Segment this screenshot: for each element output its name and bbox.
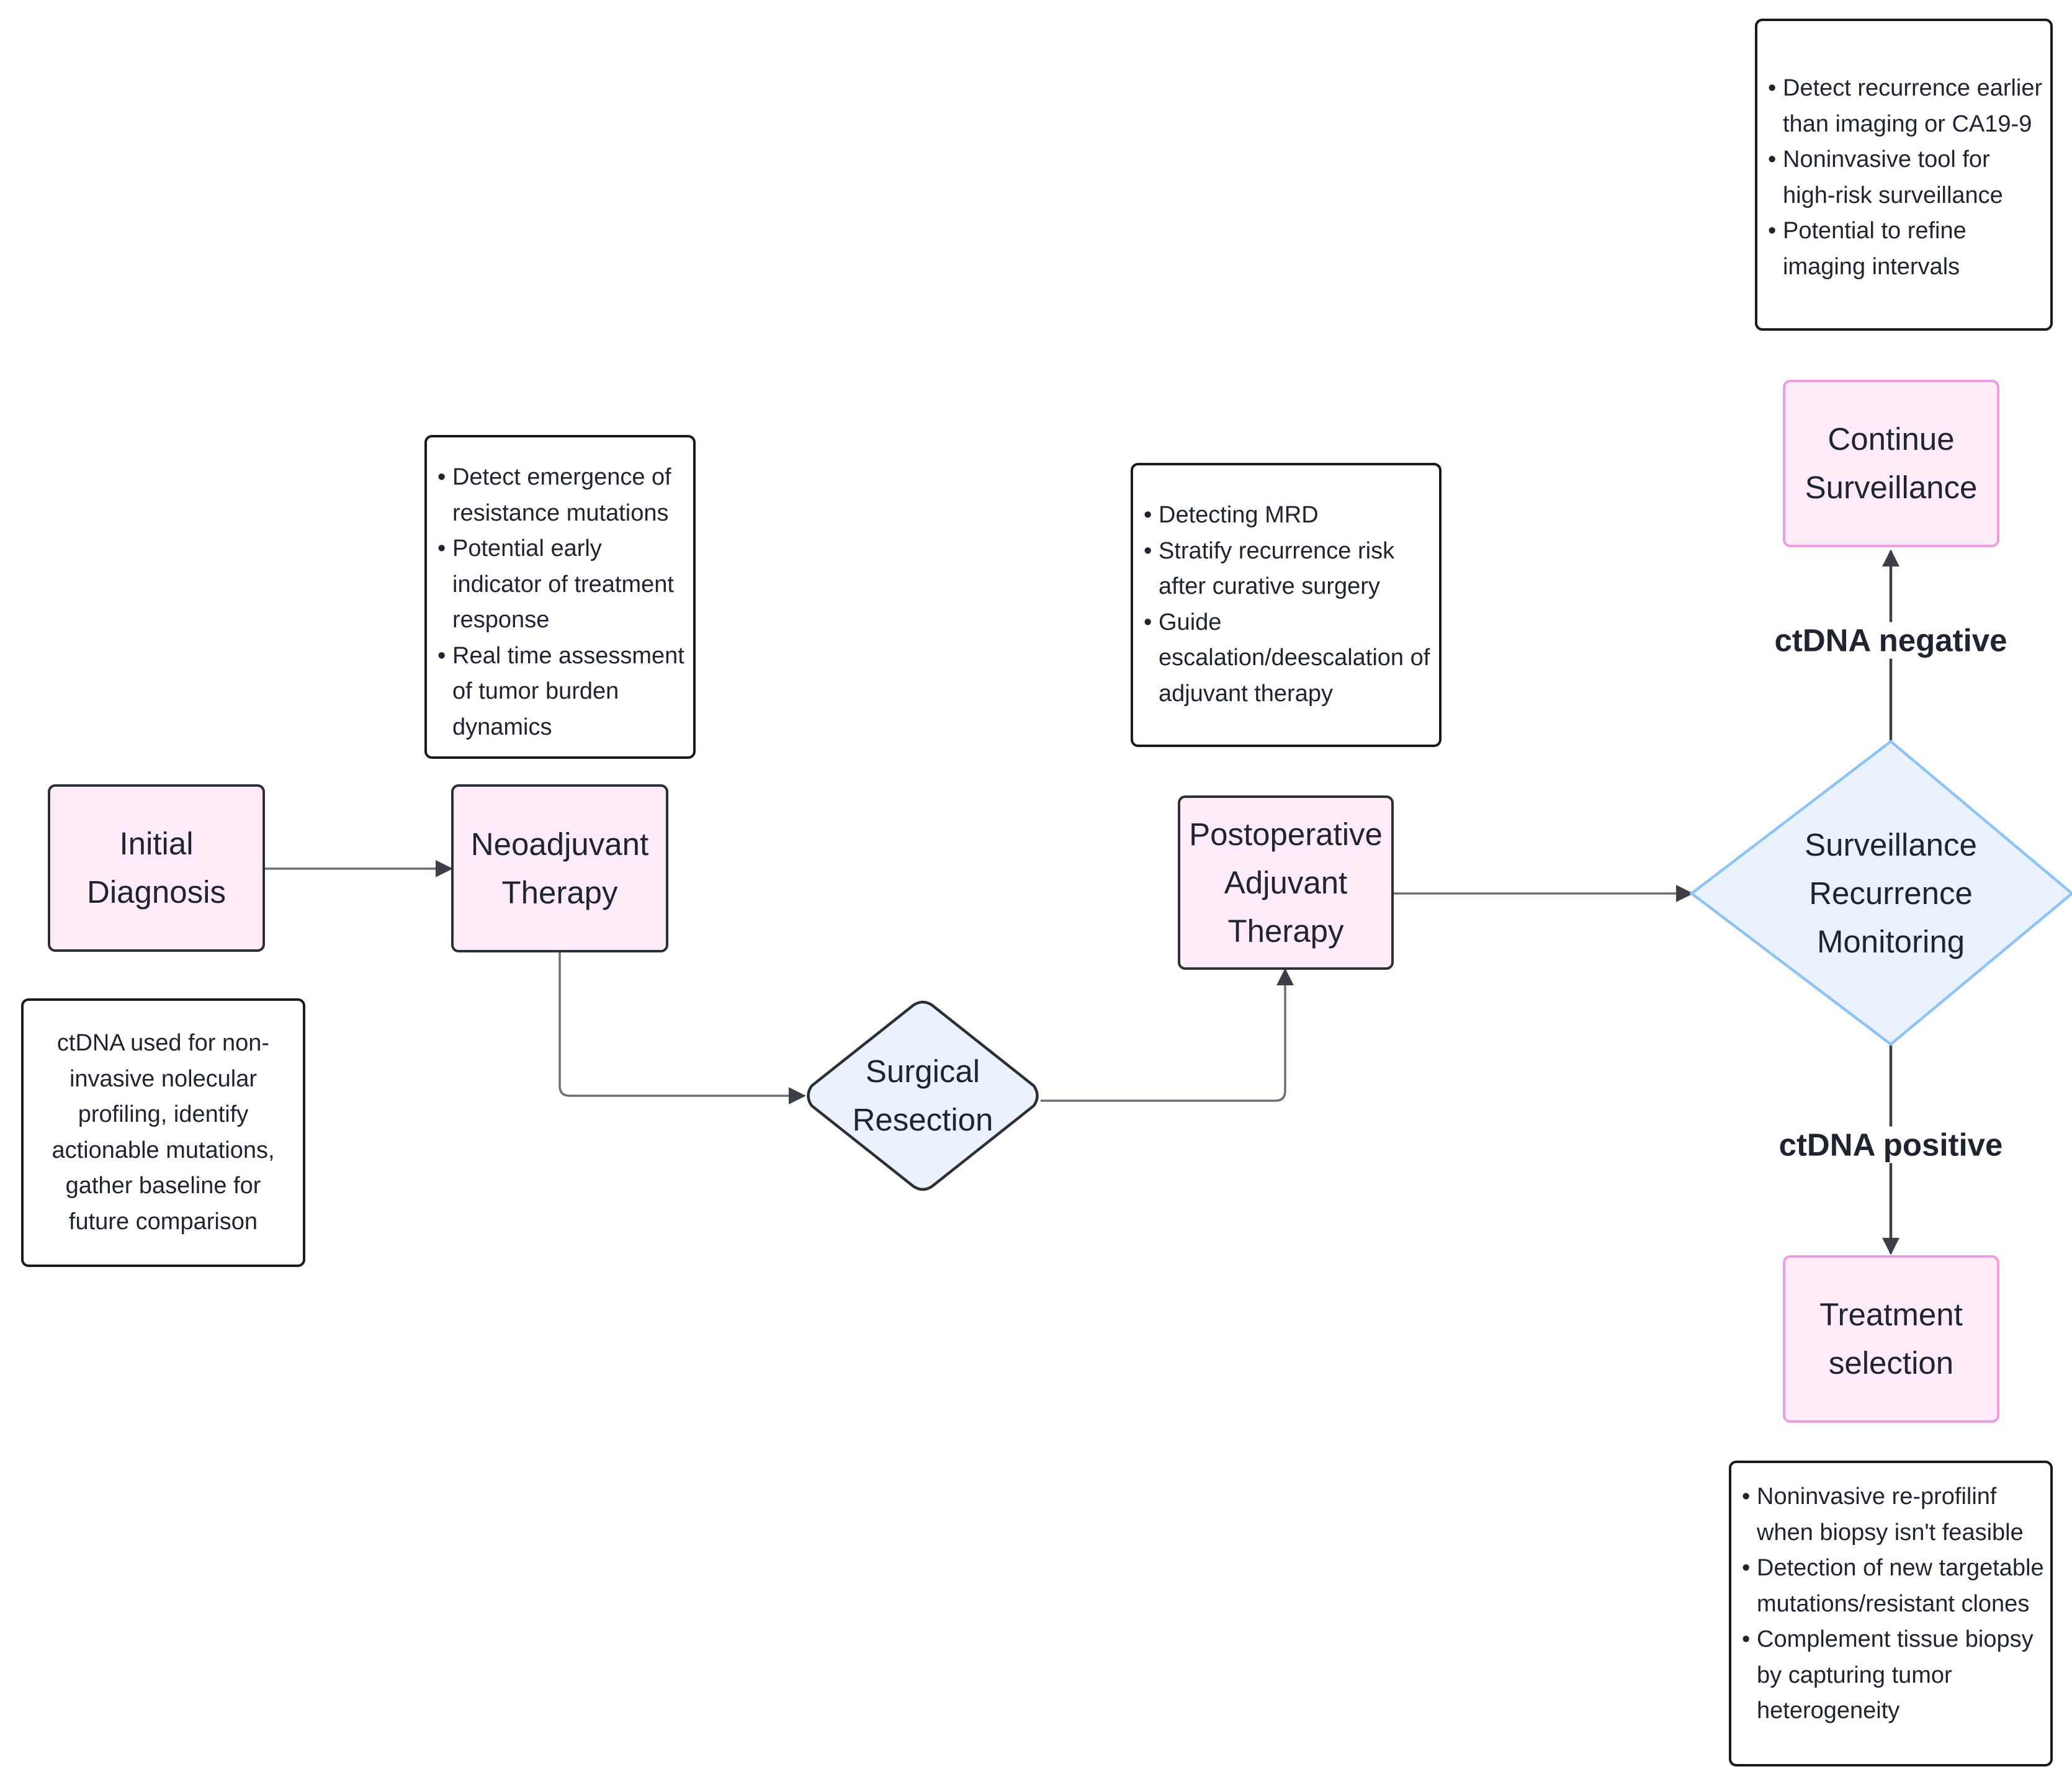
note-postop-item: Guide escalation/deescalation of adjuvan… [1144,605,1432,712]
note-surveillance-item: Noninvasive tool for high-risk surveilla… [1768,142,2044,213]
note-neoadjuvant-item: Potential early indicator of treatment r… [437,531,684,638]
note-surveillance: Detect recurrence earlier than imaging o… [1755,19,2053,331]
note-postop-item: Stratify recurrence risk after curative … [1144,534,1432,605]
surgical-resection-text: Surgical Resection [830,1042,1016,1149]
note-treatment-item: Detection of new targetable mutations/re… [1742,1551,2045,1622]
note-surveillance-list: Detect recurrence earlier than imaging o… [1768,71,2044,285]
treatment-selection-label: Treatment selection [1819,1297,1963,1381]
surgical-resection-label: Surgical Resection [852,1054,993,1137]
node-treatment-selection: Treatment selection [1783,1255,1999,1423]
note-neoadjuvant-list: Detect emergence of resistance mutations… [437,460,684,745]
edge-label-ctdna-positive: ctDNA positive [1775,1126,2007,1163]
node-neoadjuvant-therapy: Neoadjuvant Therapy [451,784,668,952]
neoadjuvant-therapy-label: Neoadjuvant Therapy [470,826,649,910]
arrow-neoadjuvant-to-surgical [558,952,806,1104]
continue-surveillance-label: Continue Surveillance [1805,421,1978,505]
node-postoperative-adjuvant-therapy: Postoperative Adjuvant Therapy [1178,795,1394,970]
note-initial-text: ctDNA used for non-invasive nolecular pr… [52,1030,275,1235]
note-postop-item: Detecting MRD [1144,498,1432,534]
node-continue-surveillance: Continue Surveillance [1783,380,1999,547]
edge-label-ctdna-negative: ctDNA negative [1770,622,2011,659]
note-surveillance-item: Detect recurrence earlier than imaging o… [1768,71,2044,142]
note-neoadjuvant-item: Real time assessment of tumor burden dyn… [437,638,684,746]
surveillance-diamond [1689,740,2072,1046]
note-treatment-list: Noninvasive re-profilinf when biopsy isn… [1742,1479,2045,1729]
note-treatment-item: Complement tissue biopsy by capturing tu… [1742,1622,2045,1729]
note-postoperative: Detecting MRD Stratify recurrence risk a… [1131,463,1442,747]
surgical-resection-diamond [807,1000,1039,1191]
node-initial-diagnosis: Initial Diagnosis [48,784,265,952]
note-surveillance-item: Potential to refine imaging intervals [1768,213,2044,285]
note-treatment-selection: Noninvasive re-profilinf when biopsy isn… [1729,1461,2053,1766]
surveillance-text: Surveillance Recurrence Monitoring [1776,819,2006,968]
initial-diagnosis-label: Initial Diagnosis [87,826,226,910]
note-neoadjuvant-item: Detect emergence of resistance mutations [437,460,684,531]
note-neoadjuvant: Detect emergence of resistance mutations… [424,435,696,759]
arrow-surgical-to-postop [1041,968,1294,1102]
surveillance-label: Surveillance Recurrence Monitoring [1805,827,1977,959]
postoperative-adjuvant-therapy-label: Postoperative Adjuvant Therapy [1189,816,1383,949]
note-initial-diagnosis: ctDNA used for non-invasive nolecular pr… [21,998,305,1267]
note-postop-list: Detecting MRD Stratify recurrence risk a… [1144,498,1432,712]
note-treatment-item: Noninvasive re-profilinf when biopsy isn… [1742,1479,2045,1551]
